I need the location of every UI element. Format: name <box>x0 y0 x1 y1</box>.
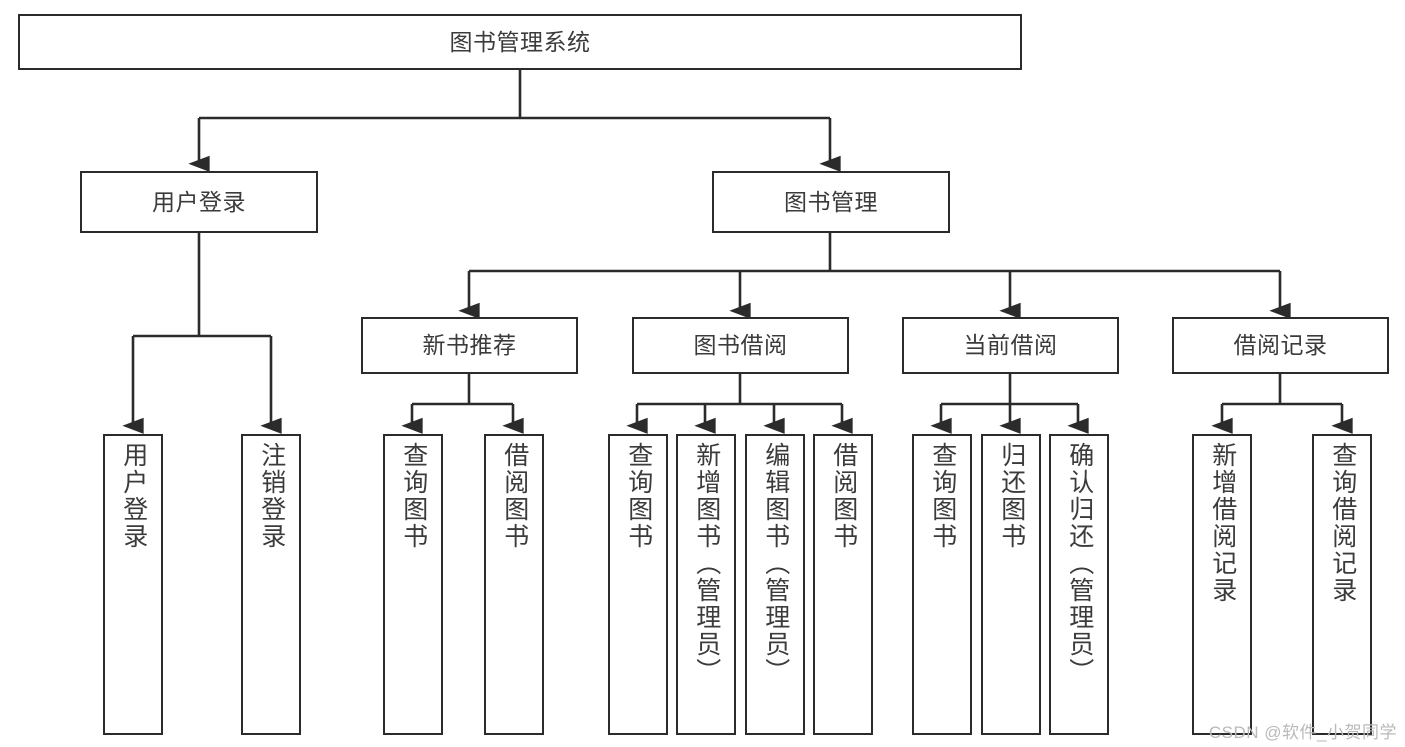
node-leaf-logout-login[interactable]: 注销登录 <box>241 434 301 735</box>
node-leaf-query-book-borrow[interactable]: 查询图书 <box>608 434 668 735</box>
node-label: 用户登录 <box>119 442 148 550</box>
node-label: 图书管理系统 <box>449 28 591 55</box>
node-leaf-add-borrow-record[interactable]: 新增借阅记录 <box>1192 434 1252 735</box>
node-label: 用户登录 <box>152 188 246 215</box>
node-label: 归还图书 <box>997 442 1026 550</box>
node-leaf-query-borrow-record[interactable]: 查询借阅记录 <box>1312 434 1372 735</box>
node-label: 当前借阅 <box>963 332 1058 359</box>
node-label: 查询图书 <box>399 442 428 550</box>
node-label: 查询借阅记录 <box>1328 442 1357 604</box>
node-leaf-return-book[interactable]: 归还图书 <box>981 434 1041 735</box>
node-leaf-borrow-book[interactable]: 借阅图书 <box>813 434 873 735</box>
node-leaf-query-book-recommend[interactable]: 查询图书 <box>383 434 443 735</box>
node-book-management[interactable]: 图书管理 <box>712 171 950 233</box>
watermark-text: CSDN @软件_小贺同学 <box>1208 723 1397 742</box>
node-new-book-recommend[interactable]: 新书推荐 <box>361 317 578 374</box>
node-leaf-user-login[interactable]: 用户登录 <box>103 434 163 735</box>
node-root-book-management-system[interactable]: 图书管理系统 <box>18 14 1022 70</box>
node-label: 确认归还（管理员） <box>1065 442 1094 685</box>
node-label: 新增借阅记录 <box>1208 442 1237 604</box>
node-leaf-add-book-admin[interactable]: 新增图书（管理员） <box>676 434 736 735</box>
node-label: 编辑图书（管理员） <box>761 442 790 685</box>
node-label: 查询图书 <box>624 442 653 550</box>
node-leaf-confirm-return-admin[interactable]: 确认归还（管理员） <box>1049 434 1109 735</box>
node-user-login[interactable]: 用户登录 <box>80 171 318 233</box>
node-borrow-record[interactable]: 借阅记录 <box>1172 317 1389 374</box>
node-label: 借阅记录 <box>1233 332 1328 359</box>
node-label: 借阅图书 <box>500 442 529 550</box>
node-label: 图书管理 <box>784 188 878 215</box>
node-label: 查询图书 <box>928 442 957 550</box>
node-label: 新书推荐 <box>422 332 517 359</box>
node-leaf-borrow-book-recommend[interactable]: 借阅图书 <box>484 434 544 735</box>
node-leaf-query-book-current[interactable]: 查询图书 <box>912 434 972 735</box>
node-label: 新增图书（管理员） <box>692 442 721 685</box>
node-label: 注销登录 <box>257 442 286 550</box>
node-label: 图书借阅 <box>693 332 788 359</box>
node-current-borrow[interactable]: 当前借阅 <box>902 317 1119 374</box>
node-book-borrow[interactable]: 图书借阅 <box>632 317 849 374</box>
node-leaf-edit-book-admin[interactable]: 编辑图书（管理员） <box>745 434 805 735</box>
node-label: 借阅图书 <box>829 442 858 550</box>
